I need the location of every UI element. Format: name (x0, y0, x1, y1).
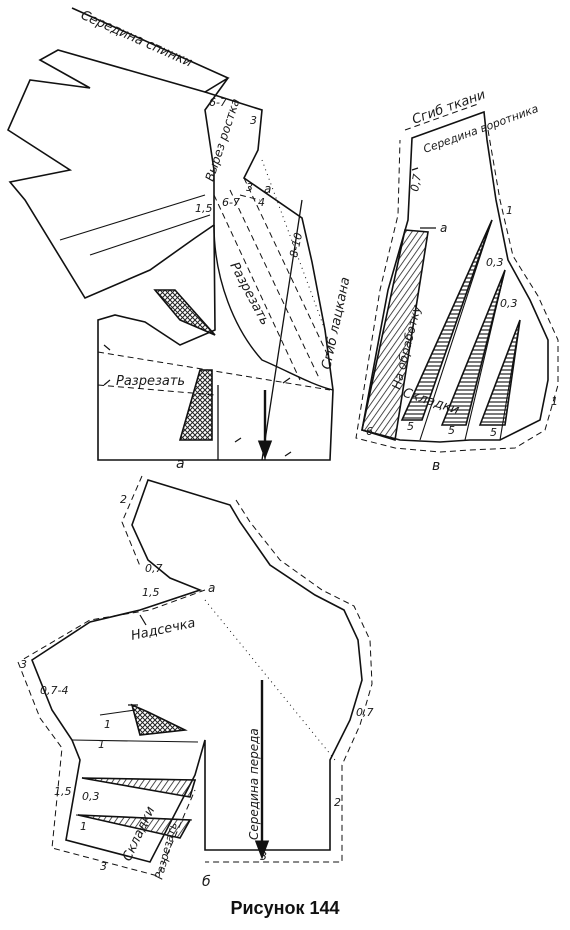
back-outline (6, 7, 230, 300)
label-nadsechka: Надсечка (130, 616, 197, 644)
m-15-left-b: 1,5 (54, 785, 72, 798)
pattern-diagram: Середина спинки Вырез ростка Разрезать Р… (6, 7, 559, 890)
panel-b-labels: Надсечка Середина переда Складки Разреза… (20, 493, 374, 890)
m-67-mid: 6-7 (222, 196, 240, 209)
panel-label-v: в (432, 458, 440, 474)
figure-caption: Рисунок 144 (230, 898, 340, 918)
label-sklad-ki: Складки (120, 804, 158, 863)
ticks-v (411, 167, 436, 229)
fold-3 (478, 319, 521, 426)
fold-lines (419, 219, 521, 441)
panel-b (17, 475, 373, 877)
m-1-top-v: 1 (506, 204, 513, 217)
m-2-right-b: 2 (334, 796, 341, 809)
m-67-top: 6-7 (209, 96, 227, 109)
m-03-b-v: 0,3 (500, 297, 518, 310)
m-4-a: 4 (258, 196, 265, 209)
collar-dashed (355, 103, 559, 453)
label-razrezat-2: Разрезать (116, 374, 185, 389)
m-5-a-v: 5 (407, 420, 414, 433)
panel-label-a: а (176, 456, 185, 472)
m-07-v: 0,7 (408, 173, 424, 192)
ticks-b (128, 614, 147, 706)
m-3-top: 3 (250, 114, 257, 127)
m-a-b: а (208, 581, 215, 595)
m-a-a: а (264, 182, 271, 196)
m-5-c-v: 5 (490, 426, 497, 439)
lapel-slits (217, 199, 303, 461)
m-3-bot-center-b: 3 (260, 850, 267, 863)
lapel-dots (261, 159, 326, 331)
m-07-4-b: 0,7-4 (40, 684, 68, 697)
panel-a-labels: Середина спинки Вырез ростка Разрезать Р… (78, 8, 353, 472)
label-sgib-tkani: Сгиб ткани (410, 87, 487, 127)
lapel-dashes (97, 177, 331, 396)
m-15-top-b: 1,5 (142, 586, 160, 599)
front-dots (204, 599, 336, 761)
m-07-right-b: 0,7 (356, 706, 374, 719)
m-6-v: 6 (366, 425, 373, 438)
m-3-left-b: 3 (20, 658, 27, 671)
m-5-b-v: 5 (448, 424, 455, 437)
m-1-right-v: 1 (551, 395, 558, 408)
front-outline (31, 479, 363, 863)
m-2-top-b: 2 (120, 493, 127, 506)
m-03-b: 0,3 (82, 790, 100, 803)
fold-1 (400, 219, 493, 421)
panel-v (355, 103, 559, 453)
m-15-a: 1,5 (195, 202, 213, 215)
m-1-b-b: 1 (98, 738, 105, 751)
front-dashed (17, 475, 373, 877)
label-seredina-pereda: Середина переда (247, 728, 261, 840)
m-03-a-v: 0,3 (486, 256, 504, 269)
m-a-v: а (440, 221, 447, 235)
ticks-a (103, 344, 292, 457)
m-8-10: 8-10 (287, 231, 305, 258)
m-07-top-b: 0,7 (145, 562, 163, 575)
collar-hatched-strip (361, 229, 429, 442)
back-guides (59, 194, 211, 256)
lapel-outline (97, 91, 334, 461)
m-3-bottom-b: 3 (100, 860, 107, 873)
panel-label-b: б (202, 874, 211, 890)
lapel-curve (213, 224, 334, 391)
fold-2 (440, 269, 506, 426)
panel-a (6, 7, 334, 461)
m-1-a-b: 1 (104, 718, 111, 731)
label-vyrez-rostka: Вырез ростка (203, 97, 243, 183)
wedge-cross (153, 289, 216, 336)
m-1-c-b: 1 (80, 820, 87, 833)
wedge-dark (178, 369, 213, 441)
fold-b-lines (71, 709, 199, 821)
fold-b-cross (130, 703, 188, 736)
m-3-mid: 3 (246, 181, 253, 194)
